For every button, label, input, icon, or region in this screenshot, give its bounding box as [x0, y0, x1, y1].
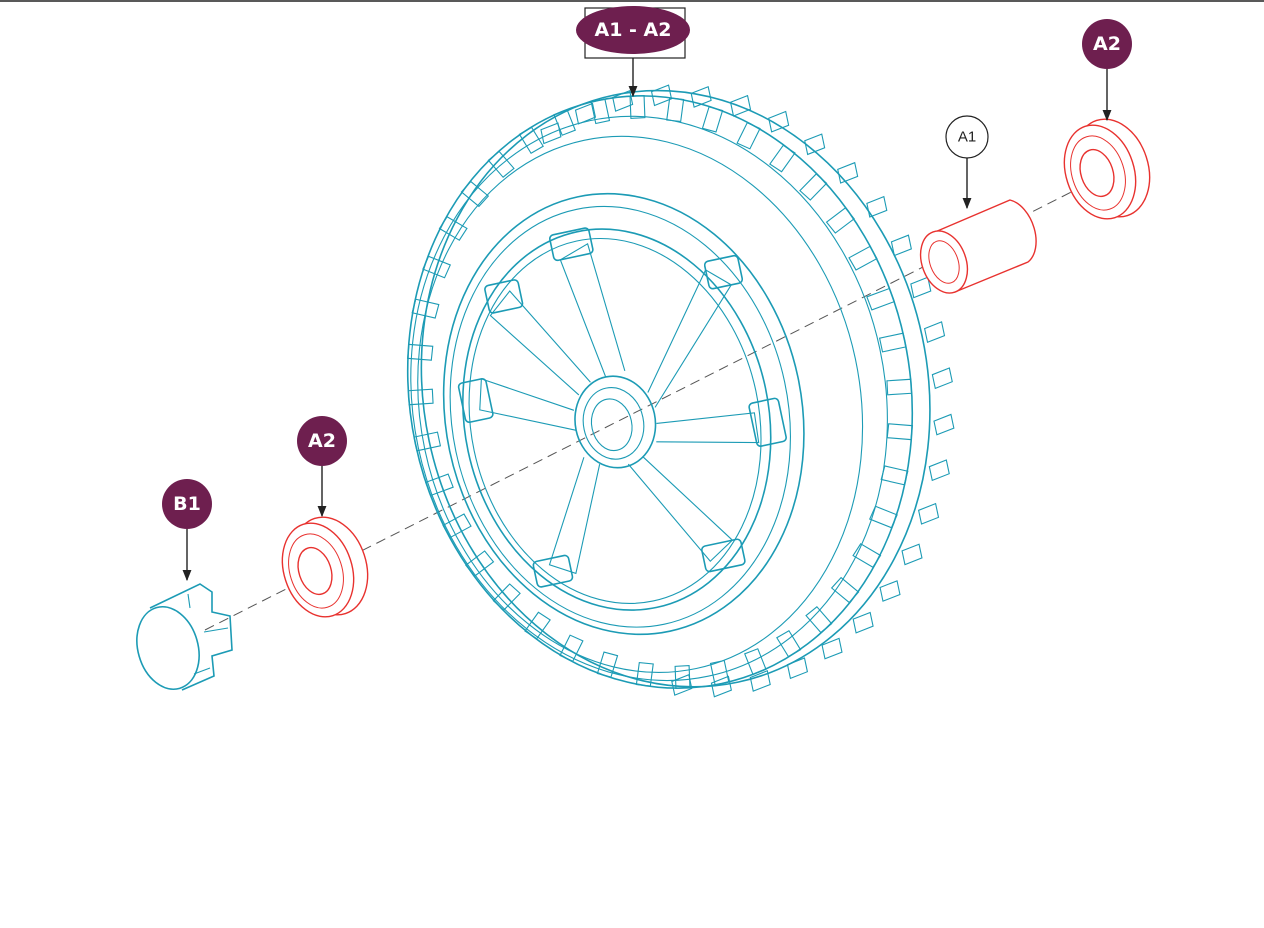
tread-block: [804, 133, 826, 156]
tread-block: [736, 122, 761, 150]
tread-block: [821, 637, 843, 660]
tread-block: [879, 580, 901, 602]
callout-label: A2: [1093, 33, 1121, 55]
wheel-tyre-icon: [406, 84, 955, 698]
tread-block: [465, 550, 495, 577]
tread-block: [848, 245, 878, 271]
tread-block: [886, 423, 914, 441]
tread-block: [666, 97, 685, 123]
callout-hub-cap: B1: [162, 479, 212, 582]
tread-block: [442, 513, 472, 539]
callout-label: A2: [308, 430, 336, 452]
tread-block: [424, 473, 454, 497]
tread-block: [709, 659, 730, 686]
tread-block: [868, 505, 898, 529]
tread-block: [890, 234, 912, 257]
callout-bearing-right: A2: [1082, 19, 1132, 122]
spacer-tube-icon: [919, 199, 1037, 294]
bearing-icon: [1063, 118, 1151, 220]
tread-block: [460, 180, 490, 208]
tread-block: [487, 150, 515, 178]
tread-block: [559, 634, 584, 662]
tread-block: [710, 675, 732, 698]
tread-block: [540, 122, 562, 145]
tread-block: [650, 84, 673, 107]
tread-block: [690, 85, 712, 108]
tread-block: [749, 670, 771, 692]
tread-block: [744, 648, 767, 675]
tread-block: [671, 674, 693, 696]
tread-block: [880, 465, 909, 486]
tread-block: [805, 606, 833, 634]
callout-wheel-assembly: A1 - A2: [576, 6, 690, 98]
tread-block: [830, 576, 860, 604]
tread-block: [411, 298, 440, 319]
tread-block: [518, 126, 544, 155]
tread-block: [407, 388, 434, 406]
tread-block: [492, 583, 521, 611]
tread-block: [768, 110, 790, 133]
callout-label: A1 - A2: [595, 19, 672, 41]
hub-cap-icon: [136, 583, 233, 691]
tread-block: [438, 216, 468, 241]
tread-block: [776, 629, 802, 658]
tread-block: [933, 413, 955, 436]
callout-label: B1: [173, 493, 201, 515]
tread-block: [769, 144, 796, 173]
tread-block: [799, 173, 828, 201]
callout-label: A1: [958, 129, 976, 146]
tread-block: [524, 611, 551, 640]
tread-block: [825, 207, 855, 234]
tread-block: [596, 651, 619, 678]
tread-block: [866, 287, 896, 311]
tread-block: [931, 367, 953, 390]
tread-block: [910, 276, 932, 299]
callout-spacer: A1: [945, 115, 989, 210]
tread-block: [928, 459, 950, 482]
tread-block: [590, 98, 611, 125]
tread-block: [923, 321, 946, 344]
tread-block: [574, 102, 597, 125]
tread-block: [852, 611, 874, 634]
tread-block: [413, 431, 442, 452]
tread-block: [629, 95, 646, 119]
callout-bearing-left: A2: [297, 416, 347, 518]
tread-block: [901, 543, 923, 566]
tread-block: [635, 661, 654, 687]
tread-block: [406, 343, 434, 361]
tread-block: [866, 195, 888, 218]
tread-block: [612, 89, 634, 112]
tread-block: [553, 109, 576, 136]
tread-block: [786, 657, 809, 680]
tread-block: [701, 106, 724, 133]
tread-block: [422, 255, 452, 279]
tread-block: [852, 543, 882, 568]
tread-block: [886, 378, 913, 396]
tread-block: [917, 502, 940, 525]
tread-block: [729, 94, 752, 117]
tread-block: [878, 332, 907, 353]
bearing-icon: [281, 516, 369, 618]
tread-block: [837, 161, 859, 184]
